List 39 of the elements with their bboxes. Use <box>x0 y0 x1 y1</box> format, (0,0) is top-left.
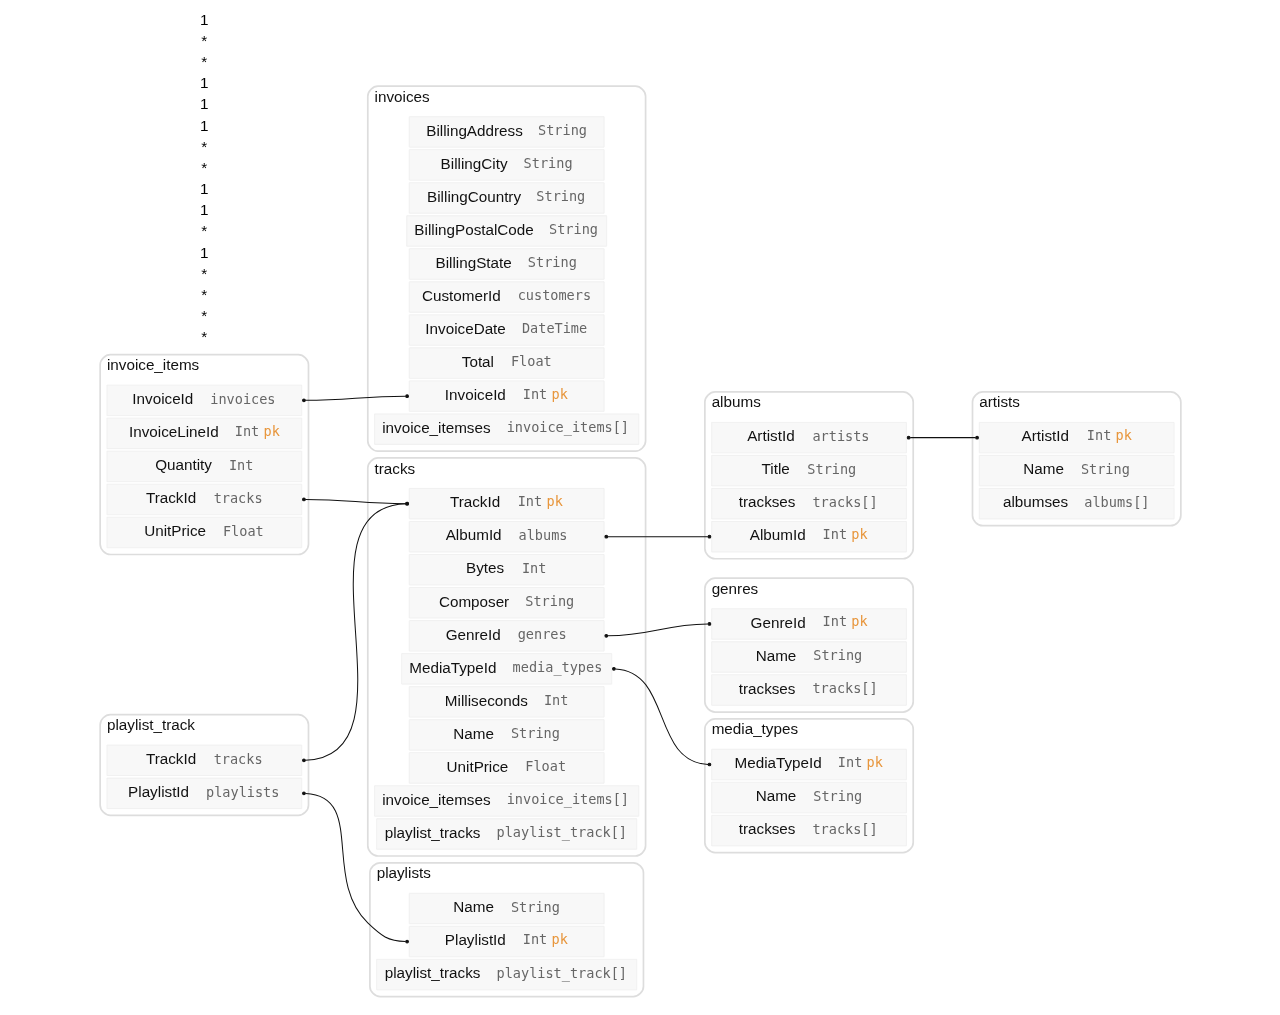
label: * <box>200 222 207 240</box>
node-box: ArtistId artists <box>710 421 907 454</box>
connector <box>301 791 409 944</box>
connector <box>301 501 409 763</box>
label: * <box>200 158 207 176</box>
label: * <box>200 285 207 303</box>
node-box: InvoiceId Int pk <box>408 380 604 412</box>
node-box: PlaylistId Int pk <box>408 925 604 958</box>
node-box: MediaTypeId media_types <box>400 653 612 685</box>
node-box: InvoiceId invoices <box>106 384 302 417</box>
label: 1 <box>199 201 209 219</box>
node-box: AlbumId Int pk <box>710 521 907 553</box>
label: * <box>200 31 207 49</box>
label: 1 <box>199 180 209 198</box>
label: 1 <box>199 95 209 113</box>
label: 1 <box>199 243 209 261</box>
node-box: TrackId Int pk <box>408 488 604 520</box>
label: * <box>200 53 207 71</box>
connector <box>906 435 979 440</box>
node-box: ArtistId Int pk <box>978 421 1174 454</box>
connector <box>301 394 409 403</box>
label: * <box>200 307 207 325</box>
connector <box>301 497 409 506</box>
label: * <box>200 137 207 155</box>
connector <box>603 622 711 638</box>
label: * <box>200 328 207 346</box>
node-box: TrackId tracks <box>106 744 302 776</box>
label: 1 <box>199 10 209 28</box>
connector <box>611 667 711 767</box>
label: 1 <box>199 116 209 134</box>
node-box: PlaylistId playlists <box>106 777 302 809</box>
node-box: GenreId genres <box>408 620 604 652</box>
connector <box>603 534 711 539</box>
node-box: MediaTypeId Int pk <box>710 748 907 781</box>
label: 1 <box>199 74 209 92</box>
label: * <box>200 264 207 282</box>
node-box: TrackId tracks <box>106 483 302 516</box>
node-box: GenreId Int pk <box>710 608 907 640</box>
node-box: AlbumId albums <box>408 521 604 553</box>
